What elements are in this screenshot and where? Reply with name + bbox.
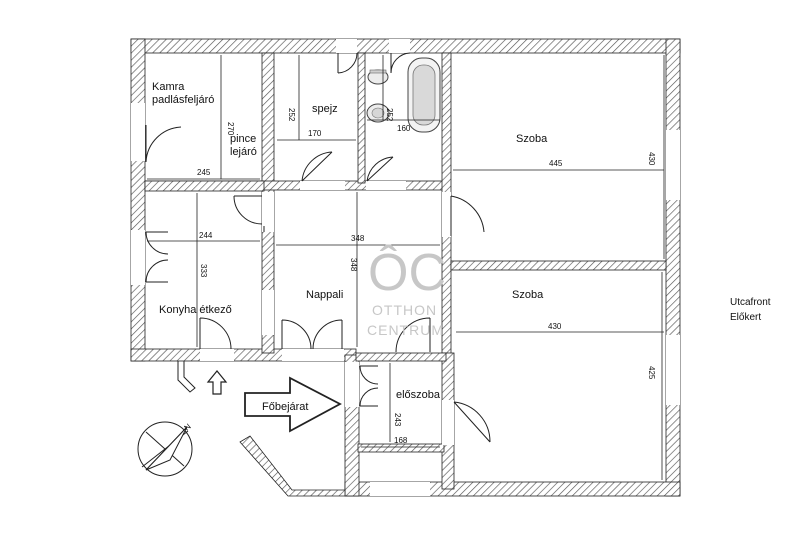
north-label: N [183,422,193,433]
doors [145,52,491,443]
dim-333: 333 [199,264,208,278]
dim-348-horizontal: 348 [351,234,365,243]
dim-168: 168 [394,436,408,445]
outer-wall-left [130,38,146,362]
dim-425: 425 [647,366,656,380]
door-szoba-bottom [453,401,491,443]
watermark-logo: ÔC OTTHON CENTRUM [367,244,446,338]
door-konyha-bottom [199,317,232,350]
door-konyha-window-left [145,231,169,283]
room-label-spejz: spejz [312,103,338,115]
door-openings [131,39,680,496]
dim-270: 270 [226,122,235,136]
dimension-lines [147,55,665,480]
room-label-eloszoba: előszoba [396,389,441,401]
door-bath [366,156,394,182]
door-spejz [301,151,333,182]
door-szoba-top [450,195,485,236]
wall-eloszoba-inner [357,443,445,453]
front-garden-label: Előkert [730,312,761,323]
room-label-kamra-2: padlásfeljáró [152,94,214,106]
room-label-kamra-1: Kamra [152,81,185,93]
outer-wall-right [665,38,681,497]
watermark-line-1: OTTHON [372,302,437,318]
wall-szoba-divider [450,260,667,271]
small-entry-arrow-icon [206,370,228,395]
room-label-konyha: Konyha étkező [159,304,232,316]
dim-252-bath: 252 [385,108,394,122]
dim-245: 245 [197,168,211,177]
door-kamra [145,125,182,163]
door-nappali-eloszoba [395,317,431,353]
main-entrance-arrow-icon [244,376,342,433]
room-label-pince-1: pince [230,133,256,145]
downspout [177,361,196,393]
main-entrance-label: Főbejárat [262,401,308,413]
dim-244: 244 [199,231,213,240]
room-label-szoba-top: Szoba [516,133,548,145]
dim-445: 445 [549,159,563,168]
dim-170: 170 [308,129,322,138]
street-front-label: Utcafront [730,297,771,308]
room-labels: Kamra padlásfeljáró pince lejáró spejz S… [152,81,548,401]
watermark-logo-mark: ÔC [368,244,446,302]
door-top-2 [390,52,411,74]
dim-430-top: 430 [647,152,656,166]
bathtub [407,57,441,133]
entrance-ramp [239,435,346,497]
dim-348-vertical: 348 [349,258,358,272]
watermark-line-2: CENTRUM [367,322,444,338]
wall-spejz-bath [357,52,366,184]
door-top-1 [337,52,358,74]
toilet [367,69,389,85]
door-eloszoba-left [359,365,379,407]
room-label-pince-2: lejáró [230,146,257,158]
door-nappali-bottom [281,319,343,350]
wall-kamra-konyha [144,180,265,192]
dim-243: 243 [393,413,402,427]
north-compass-icon [137,421,193,477]
room-label-nappali: Nappali [306,289,343,301]
wall-eloszoba-top [355,352,447,362]
room-label-szoba-bottom: Szoba [512,289,544,301]
door-konyha-top [233,195,263,225]
sink [366,103,390,123]
dim-160: 160 [397,124,411,133]
dimension-labels: 245 270 252 170 252 160 445 430 244 333 … [197,108,656,445]
dim-252-spejz: 252 [287,108,296,122]
dim-430-bottom: 430 [548,322,562,331]
